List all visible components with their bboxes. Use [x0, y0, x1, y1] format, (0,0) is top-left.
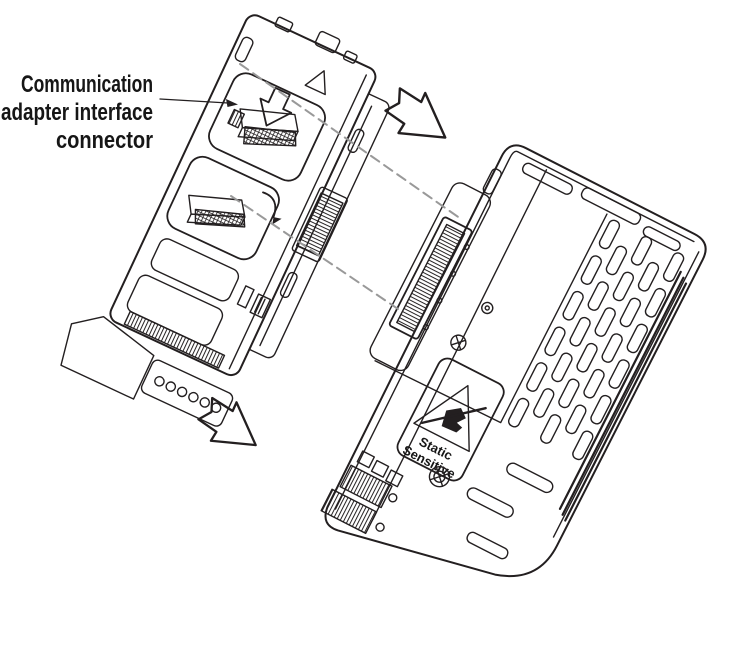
dsi-connector-strip [123, 310, 226, 369]
phillips-screw-large [428, 465, 451, 488]
heatsink-fin-slots [506, 217, 687, 462]
socket-screw [481, 301, 494, 315]
callout-line-2: adapter interface [1, 99, 153, 126]
module-edge-line [228, 74, 367, 370]
alignment-guides [230, 63, 462, 310]
small-connector-pair [236, 285, 272, 319]
module-top-tabs [234, 16, 358, 64]
terminal-blocks [320, 450, 404, 535]
chassis-panel-edges [372, 169, 700, 538]
secondary-connector-opening [166, 155, 282, 261]
curved-arrow-icon [262, 191, 282, 225]
terminal-screw-holes [140, 359, 234, 427]
connector-insert-arrow-icon [259, 86, 293, 127]
chassis-outline [324, 144, 707, 578]
diagram-artwork: Static Sensitive [1, 14, 707, 578]
esd-warning-label: Static Sensitive [396, 357, 505, 481]
alignment-triangle-icon [304, 70, 326, 96]
callout-line-1: Communication [21, 71, 153, 98]
drive-chassis: Static Sensitive [320, 144, 707, 578]
side-rail [248, 93, 390, 359]
alignment-guide-lower [230, 195, 399, 310]
comm-adapter-interface-connector [227, 108, 299, 147]
mounting-flange [369, 182, 494, 372]
communication-adapter-module [60, 14, 390, 427]
chassis-top-ribs [482, 162, 681, 252]
insertion-arrow-bottom-icon [197, 396, 257, 447]
bottom-terminal-area [60, 310, 234, 427]
vent-slots [466, 462, 554, 560]
bottom-cover [60, 315, 155, 400]
esd-triangle-icon [413, 384, 487, 453]
phillips-screw-small [450, 334, 467, 351]
adapter-socket-connector [388, 216, 473, 340]
callout-line-3: connector [56, 127, 153, 154]
side-mating-connector [291, 186, 348, 263]
alignment-guide-upper [239, 63, 462, 220]
insertion-arrow-top-icon [384, 87, 447, 139]
adapter-connector-opening [208, 72, 326, 182]
leader-arrowhead [226, 99, 238, 107]
blank-label-1 [150, 238, 240, 302]
leader-line [159, 98, 229, 104]
secondary-connector [186, 194, 246, 228]
edge-rails [558, 270, 688, 522]
callout: Communication adapter interface connecto… [1, 71, 238, 154]
